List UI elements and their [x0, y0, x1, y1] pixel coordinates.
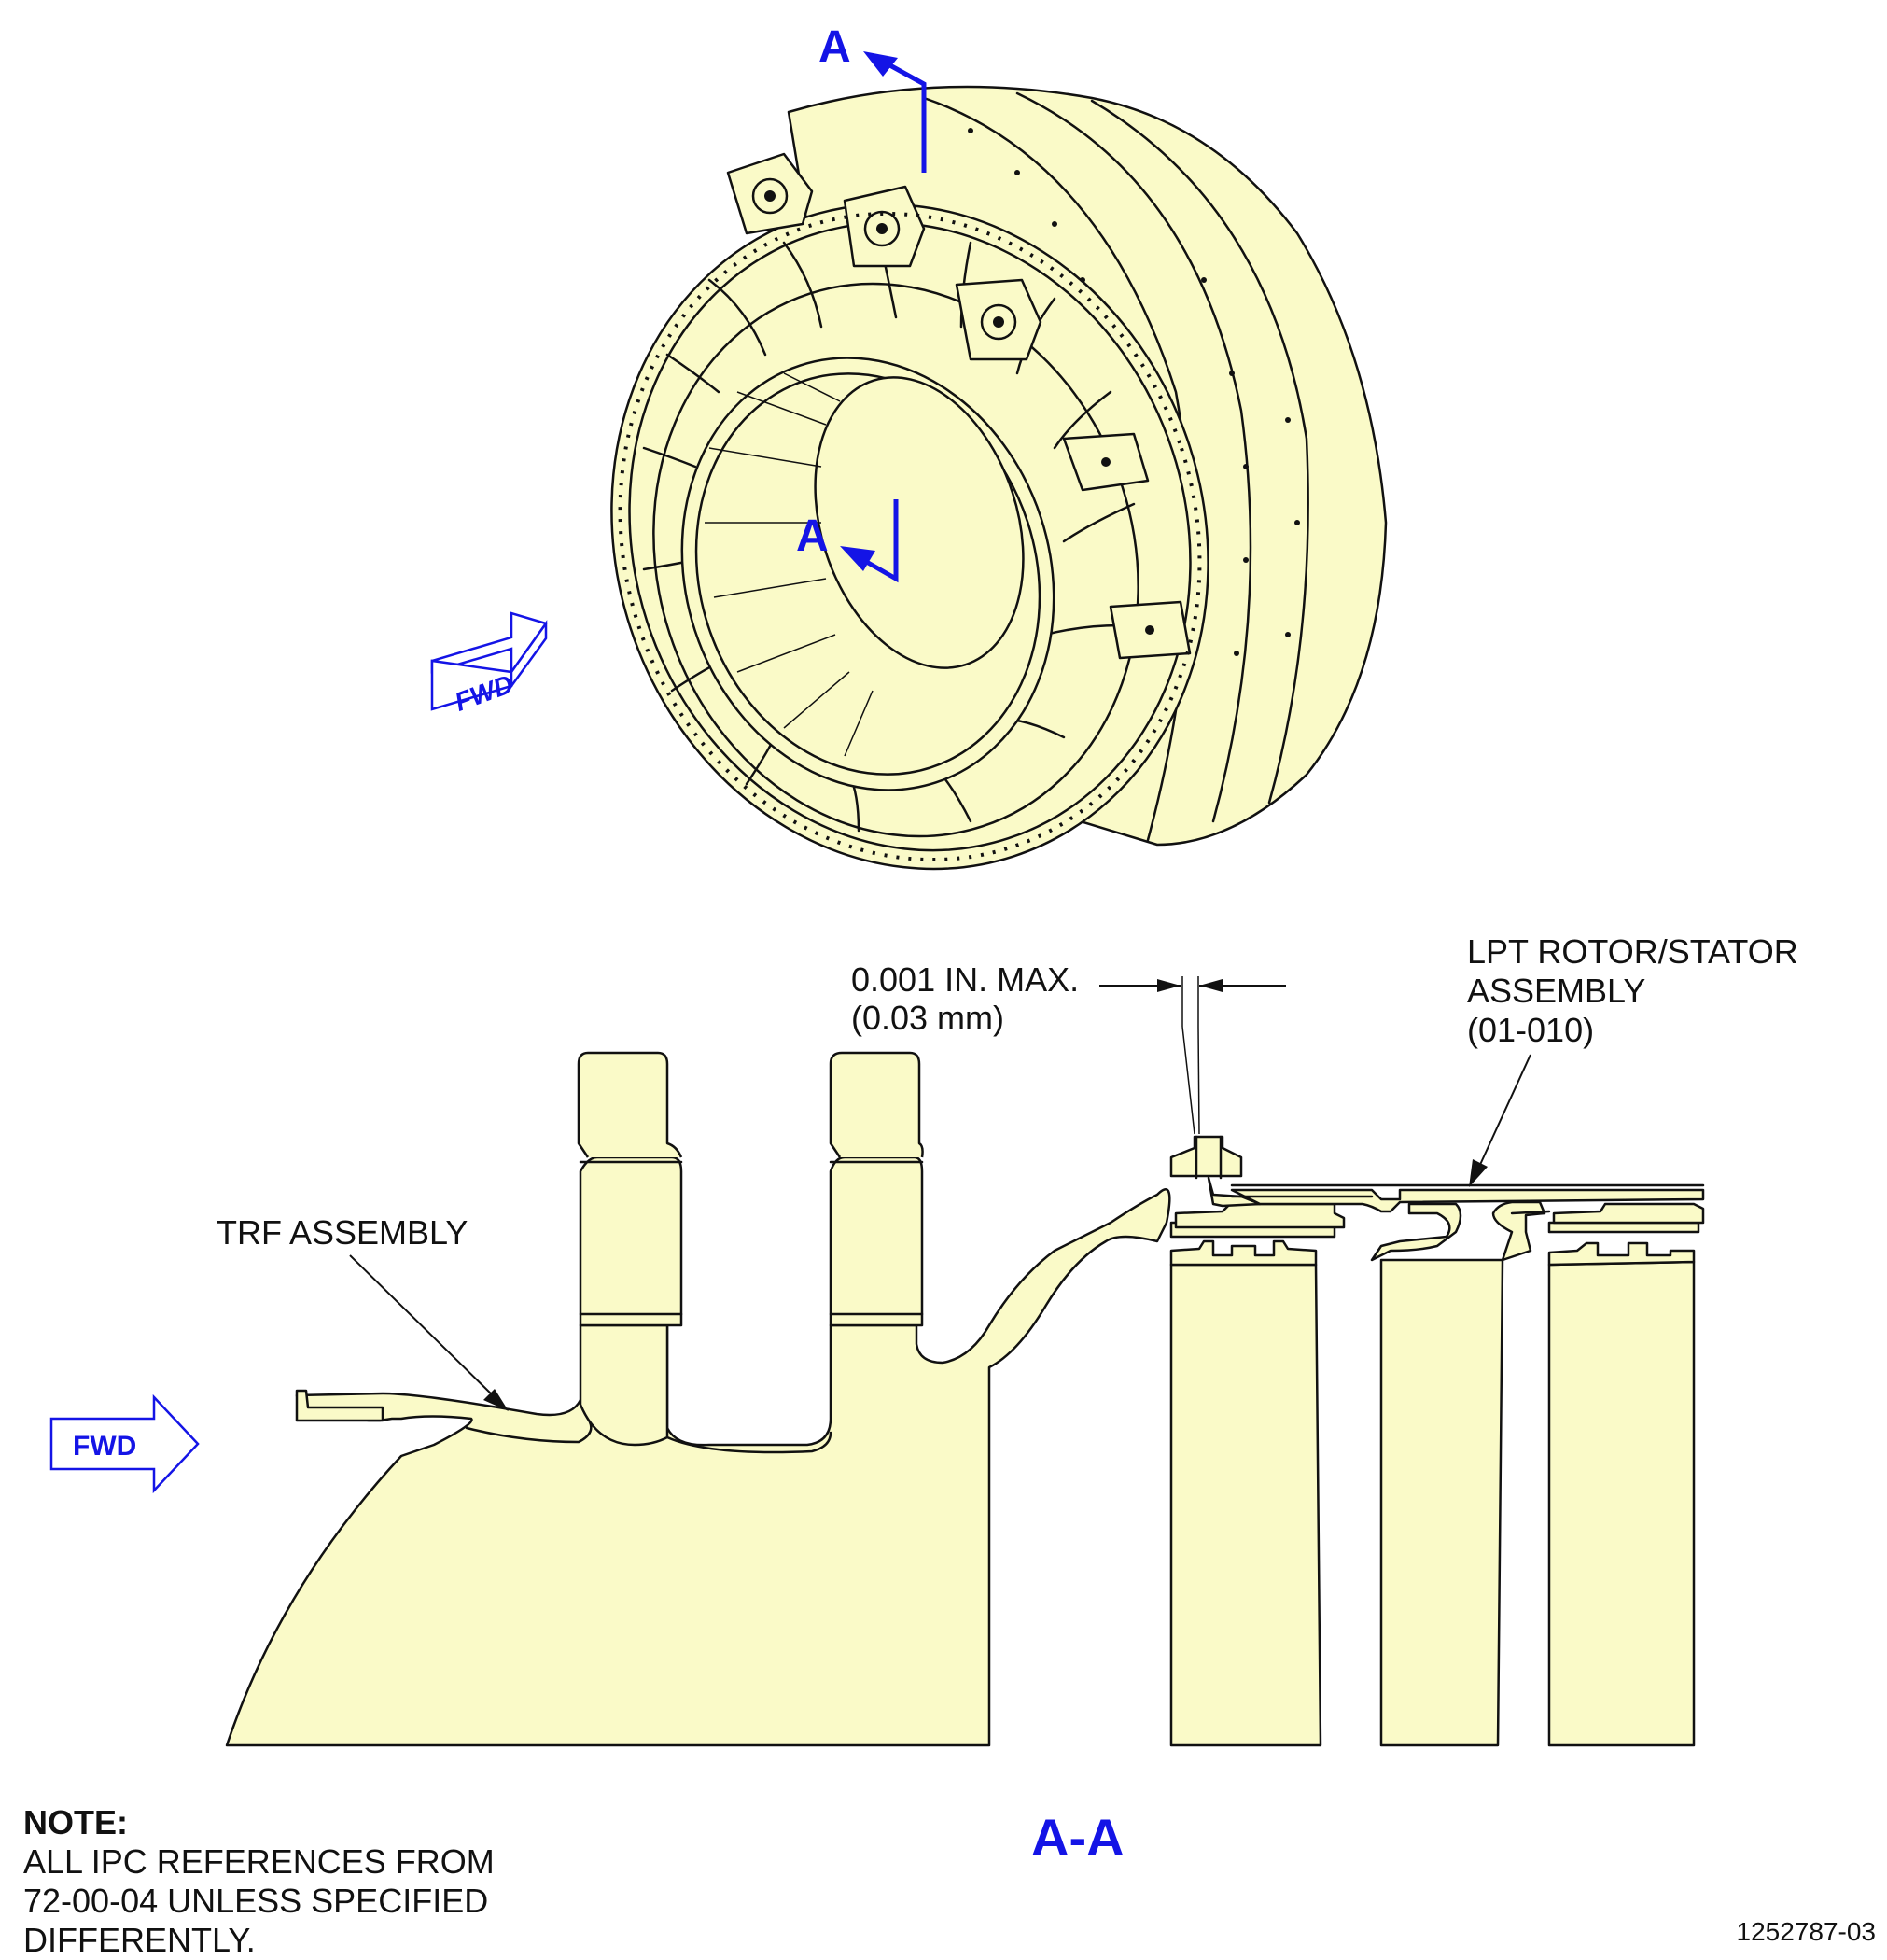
lpt-assembly-callout: LPT ROTOR/STATOR ASSEMBLY (01-010) — [1467, 932, 1798, 1187]
mount-lugs — [726, 152, 1192, 660]
section-mark-upper: A — [818, 22, 851, 72]
trf-label: TRF ASSEMBLY — [217, 1213, 468, 1252]
section-cut-marker-lower: A — [796, 499, 899, 583]
view-title: A-A — [1031, 1808, 1125, 1867]
lpt-label-line3: (01-010) — [1467, 1011, 1594, 1049]
note-heading: NOTE: — [23, 1803, 128, 1841]
section-mark-lower: A — [796, 511, 829, 561]
section-cut-marker-upper: A — [818, 22, 927, 173]
note-line: 72-00-04 UNLESS SPECIFIED — [23, 1882, 489, 1920]
inner-vanes — [705, 372, 874, 757]
section-view-trf — [225, 1051, 1171, 1747]
note-line: DIFFERENTLY. — [23, 1921, 256, 1959]
figure-id: 1252787-03 — [1736, 1917, 1876, 1946]
fwd-arrow-iso: FWD — [430, 611, 549, 717]
section-view-lpt — [1169, 1135, 1705, 1747]
note-line: ALL IPC REFERENCES FROM — [23, 1842, 495, 1881]
lpt-label-line2: ASSEMBLY — [1467, 972, 1645, 1010]
isometric-engine-module — [610, 85, 1388, 871]
general-note: NOTE: ALL IPC REFERENCES FROM 72-00-04 U… — [23, 1803, 495, 1960]
fwd-label-section: FWD — [73, 1431, 136, 1462]
dimension-label-line1: 0.001 IN. MAX. — [851, 960, 1079, 999]
lpt-label-line1: LPT ROTOR/STATOR — [1467, 932, 1798, 971]
dimension-label-line2: (0.03 mm) — [851, 999, 1004, 1037]
trf-assembly-callout: TRF ASSEMBLY — [217, 1213, 509, 1411]
clearance-dimension: 0.001 IN. MAX. (0.03 mm) — [851, 960, 1286, 1135]
fwd-arrow-section: FWD — [49, 1393, 200, 1494]
